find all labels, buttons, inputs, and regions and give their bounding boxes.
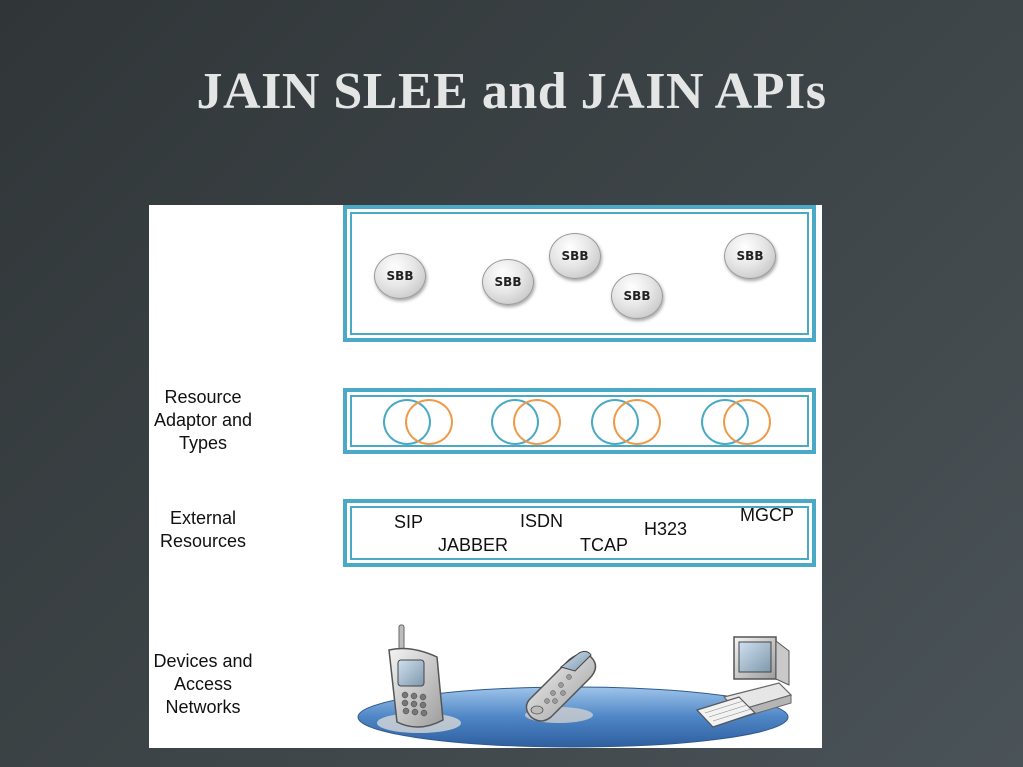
devices-layer-label: Devices and Access Networks — [153, 651, 253, 717]
sbb-component-4: SBB — [611, 273, 663, 319]
sbb-component-1: SBB — [374, 253, 426, 299]
ra-ring-orange — [613, 399, 661, 445]
ra-ring-orange — [513, 399, 561, 445]
desktop-computer-icon — [695, 636, 793, 728]
protocol-h323: H323 — [644, 519, 688, 539]
protocol-sip: SIP — [394, 512, 424, 532]
protocol-tcap: TCAP — [580, 535, 629, 555]
ra-ring-orange — [723, 399, 771, 445]
external-layer-label: External Resources — [159, 508, 247, 551]
protocol-mgcp: MGCP — [740, 505, 794, 525]
sbb-component-2: SBB — [482, 259, 534, 305]
devices-illustration — [357, 624, 793, 748]
sbb-component-5: SBB — [724, 233, 776, 279]
flip-phone-icon — [525, 650, 597, 723]
protocol-jabber: JABBER — [438, 535, 509, 555]
protocol-isdn: ISDN — [520, 511, 564, 531]
mobile-phone-icon — [377, 624, 461, 733]
external-resources-container — [343, 499, 816, 567]
ra-ring-orange — [405, 399, 453, 445]
ra-layer-label: Resource Adaptor and Types — [153, 387, 253, 453]
sbb-component-3: SBB — [549, 233, 601, 279]
slide-title: JAIN SLEE and JAIN APIs — [196, 63, 827, 120]
architecture-diagram: SBB SBB SBB SBB SBB Resource Adaptor and… — [149, 205, 822, 748]
